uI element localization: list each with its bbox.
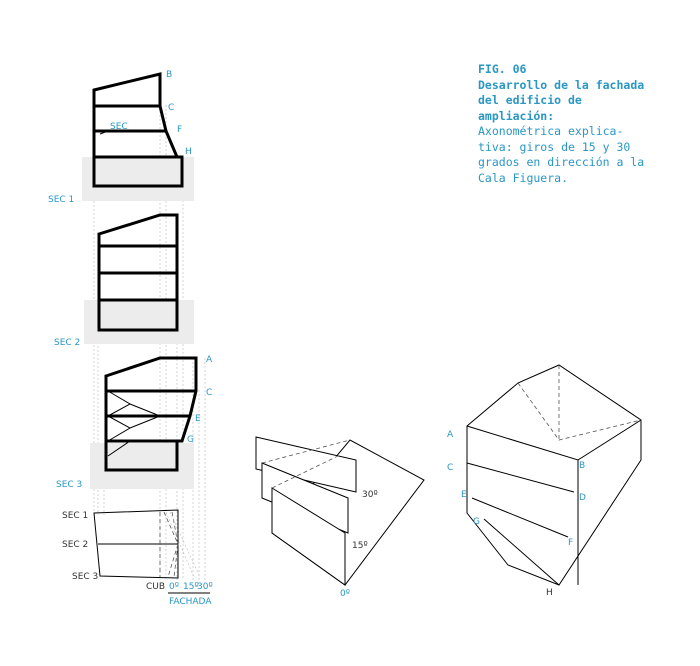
axonometric-volume <box>466 364 642 586</box>
plane-30 <box>255 436 357 493</box>
sec-3-label: SEC 3 <box>56 480 82 490</box>
volume-outline <box>466 364 642 586</box>
figure-caption: FIG. 06 Desarrollo de la fachada del edi… <box>478 62 648 186</box>
point-f-label-volume: F <box>568 538 573 548</box>
sec-label: SEC <box>110 122 128 132</box>
point-h-label-sec1: H <box>185 147 192 157</box>
figure-number: FIG. 06 <box>478 62 527 76</box>
point-g-label-volume: G <box>473 517 480 527</box>
point-c-label-sec1: C <box>168 103 174 113</box>
plan-sec-1-label: SEC 1 <box>62 511 88 521</box>
plan-view <box>93 509 210 594</box>
section-3-outline <box>104 356 198 472</box>
section-1-outline <box>92 72 180 159</box>
point-c-label-volume: C <box>447 463 453 473</box>
point-e-label-volume: E <box>461 490 467 500</box>
plane-15 <box>261 462 349 534</box>
deg-0-label: 0º <box>340 589 350 599</box>
point-b-label-sec1: B <box>166 70 172 80</box>
point-e-label-sec3: E <box>195 414 201 424</box>
plan-deg-30-label: 30º <box>197 582 213 592</box>
section-3-drawing <box>90 356 198 489</box>
figure-description: Axonométrica explica-tiva: giros de 15 y… <box>478 124 645 185</box>
point-b-label-volume: B <box>579 461 585 471</box>
figure-title: Desarrollo de la fachada del edificio de… <box>478 77 645 123</box>
cub-label: CUB <box>146 582 165 592</box>
plane-0 <box>271 487 346 586</box>
point-d-label-volume: D <box>579 493 586 503</box>
section-1-drawing <box>82 72 194 201</box>
fachada-label: FACHADA <box>169 597 212 607</box>
point-a-label-volume: A <box>447 430 454 440</box>
point-f-label-sec1: F <box>177 125 182 135</box>
deg-15-label: 15º <box>352 541 368 551</box>
point-h-label-volume: H <box>546 588 553 598</box>
point-g-label-sec3: G <box>187 435 194 445</box>
point-c-label-sec3: C <box>206 388 212 398</box>
section-1-band <box>82 157 194 201</box>
sec-2-label: SEC 2 <box>54 338 80 348</box>
plan-deg-15-label: 15º <box>183 582 199 592</box>
plan-sec-2-label: SEC 2 <box>62 540 88 550</box>
point-a-label-sec3: A <box>206 355 213 365</box>
deg-30-label: 30º <box>362 490 378 500</box>
plan-deg-0-label: 0º <box>169 582 179 592</box>
sec-1-label: SEC 1 <box>48 195 74 205</box>
section-2-drawing <box>84 213 194 344</box>
plan-sec-3-label: SEC 3 <box>72 572 98 582</box>
rotation-planes-diagram <box>255 436 425 586</box>
